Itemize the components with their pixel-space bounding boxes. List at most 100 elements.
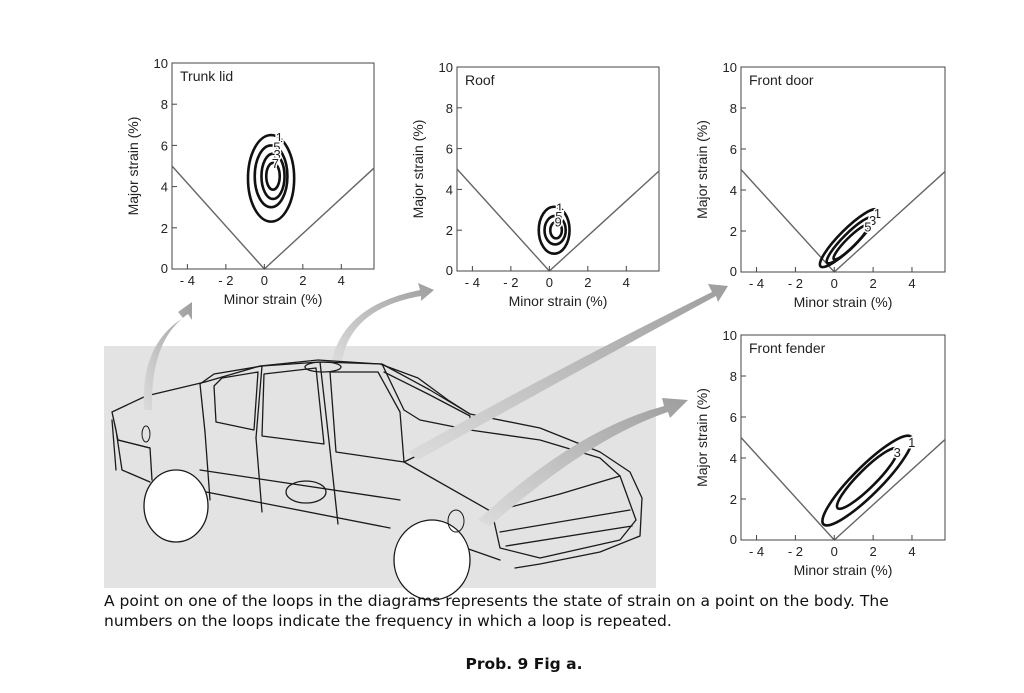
x-tick-label: 0 [261,273,268,288]
car-doors [199,431,401,525]
y-axis-label: Major strain (%) [125,117,141,216]
loop-label: 3 [273,147,280,162]
y-tick-label: 8 [446,101,453,116]
y-tick-label: 10 [723,328,737,343]
strain-loop [832,223,870,261]
plot-title: Front fender [749,340,826,356]
y-tick-label: 6 [730,410,737,425]
x-axis-label: Minor strain (%) [794,294,893,310]
y-tick-label: 2 [730,224,737,239]
strain-loop [543,214,567,246]
x-axis-label: Minor strain (%) [509,293,608,309]
x-tick-label: 2 [869,544,876,559]
loop-label: 1 [556,200,563,215]
x-axis-label: Minor strain (%) [224,291,323,307]
x-tick-label: - 4 [465,275,480,290]
strain-loop [253,144,289,209]
x-tick-label: 4 [338,273,345,288]
x-tick-label: 2 [584,275,591,290]
strain-loop [537,205,571,255]
plot-title: Trunk lid [180,68,233,84]
loop-label: 1 [874,206,881,221]
figure-label: Prob. 9 Fig a. [465,655,583,673]
figure-caption: A point on one of the loops in the diagr… [104,591,964,631]
y-tick-label: 0 [446,263,453,278]
y-tick-label: 6 [446,142,453,157]
roof-vent [304,361,342,373]
y-tick-label: 0 [730,264,737,279]
y-tick-label: 4 [446,182,453,197]
x-tick-label: 4 [623,275,630,290]
arrows [143,283,728,526]
arrow-door [408,284,728,460]
loop-label: 5 [273,139,280,154]
y-tick-label: 0 [730,532,737,547]
y-tick-label: 0 [161,261,168,276]
y-tick-label: 2 [730,492,737,507]
strain-loop [260,152,286,201]
x-tick-label: - 2 [218,273,233,288]
loop-label: 5 [555,209,562,224]
car-front [491,475,637,559]
arrow-roof [332,283,434,360]
x-tick-label: - 4 [749,276,764,291]
y-axis-label: Major strain (%) [694,388,710,487]
x-tick-label: 4 [908,276,915,291]
x-tick-label: - 2 [503,275,518,290]
plot-title: Front door [749,72,814,88]
x-tick-label: 4 [908,544,915,559]
y-tick-label: 2 [161,221,168,236]
front-wheel [393,519,471,601]
loop-label: 1 [908,435,915,450]
strain-loop [549,220,564,240]
car-windows [213,367,405,463]
y-tick-label: 10 [723,60,737,75]
y-tick-label: 10 [439,60,453,75]
y-tick-label: 4 [730,451,737,466]
y-tick-label: 4 [730,183,737,198]
loop-label: 3 [869,213,876,228]
x-tick-label: - 4 [180,273,195,288]
plot-frame [740,66,946,273]
y-tick-label: 8 [730,369,737,384]
loop-label: 7 [272,156,279,171]
x-tick-label: 0 [546,275,553,290]
strain-loop [264,161,282,191]
tail-marker [141,425,151,443]
arrow-trunk [143,302,192,410]
y-tick-label: 4 [161,180,168,195]
y-tick-label: 6 [730,142,737,157]
rear-wheel [143,469,209,543]
y-axis-label: Major strain (%) [694,120,710,219]
y-tick-label: 6 [161,138,168,153]
x-tick-label: 2 [869,276,876,291]
plot-title: Roof [465,72,495,88]
car-illustration [111,359,643,601]
door-handle [285,480,327,504]
strain-loop [835,446,899,511]
loop-label: 5 [864,220,871,235]
strain-loop [821,434,914,527]
caption-line-2: numbers on the loops indicate the freque… [104,612,672,630]
arrow-fender [478,398,688,526]
y-tick-label: 2 [446,223,453,238]
y-tick-label: 8 [730,101,737,116]
x-axis-label: Minor strain (%) [794,562,893,578]
y-tick-label: 10 [154,56,168,71]
y-axis-label: Major strain (%) [410,120,426,219]
y-tick-label: 8 [161,97,168,112]
x-tick-label: 2 [299,273,306,288]
x-tick-label: 0 [831,276,838,291]
tail-trim [111,419,153,481]
x-tick-label: - 4 [749,544,764,559]
loop-label: 3 [894,445,901,460]
x-tick-label: - 2 [788,276,803,291]
plot-frame [456,66,660,272]
car-panel [104,346,656,588]
